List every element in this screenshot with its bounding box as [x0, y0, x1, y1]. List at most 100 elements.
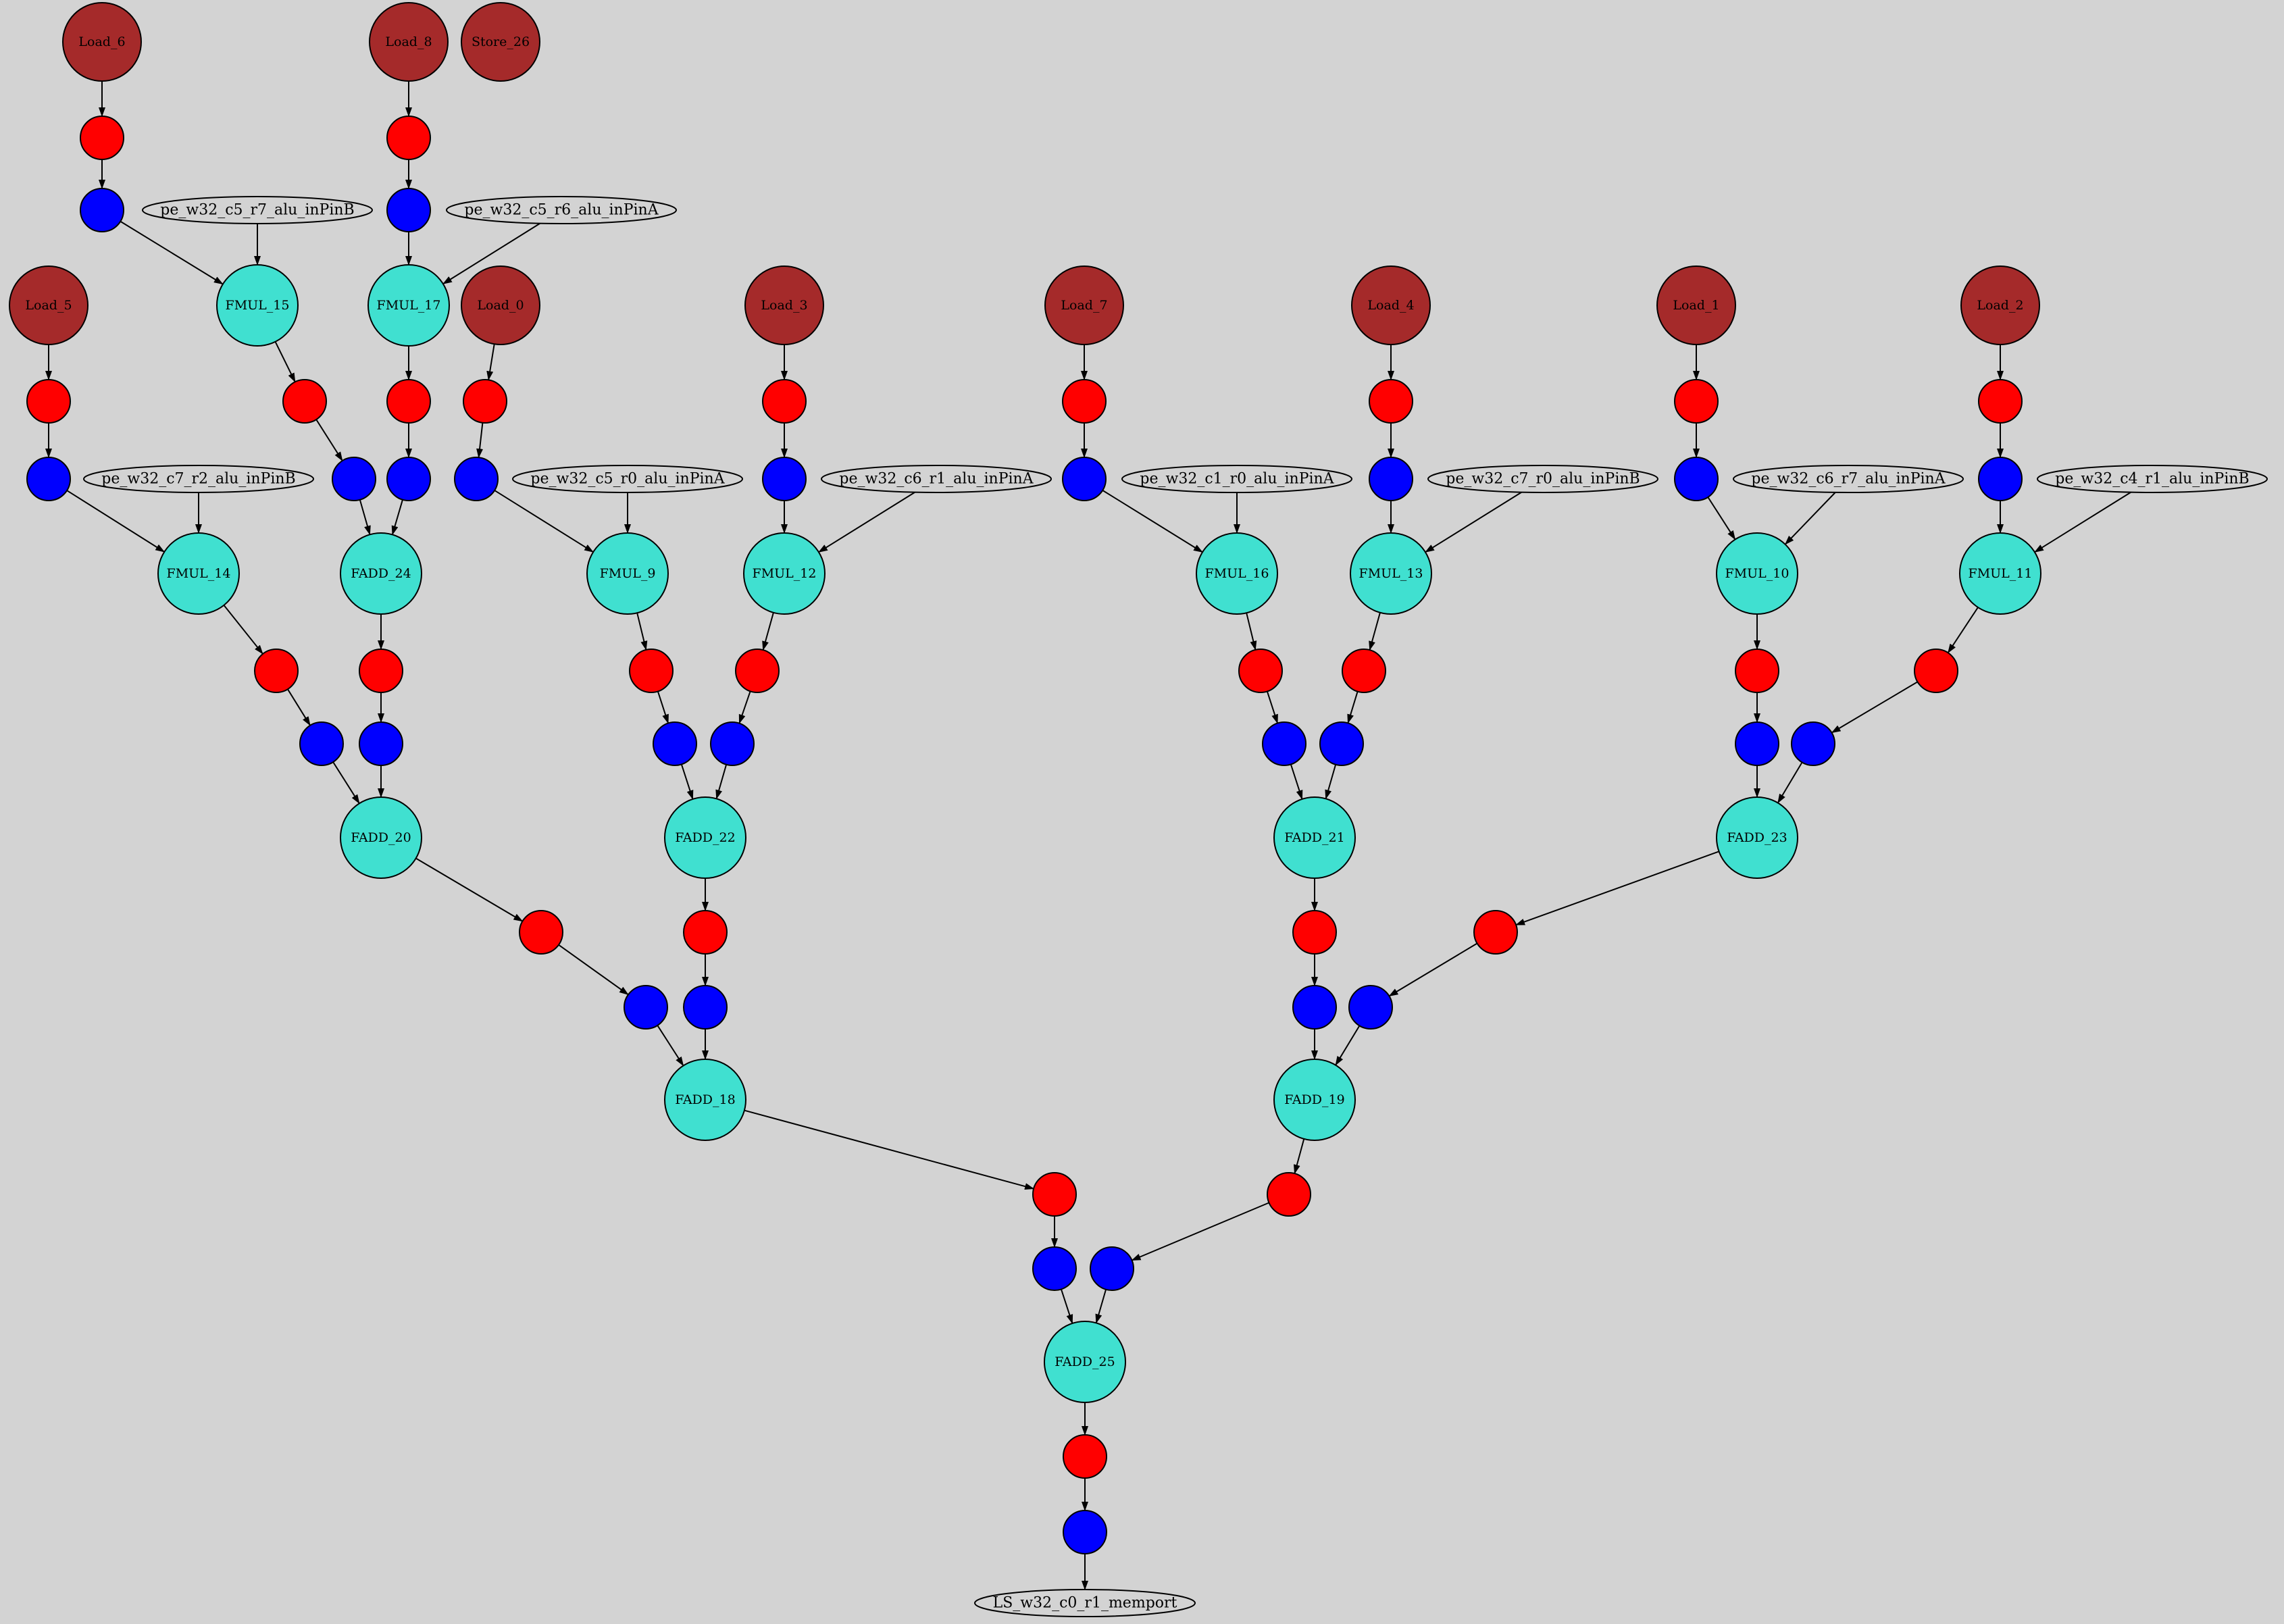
node-red-register-r-fa19: [1267, 1172, 1311, 1217]
node-shape-blue-register-b-f17: [386, 457, 431, 501]
node-shape-blue-register-b-l2: [1978, 457, 2023, 501]
node-red-register-r-fa24: [359, 649, 403, 693]
node-blue-register-b-fa24: [359, 721, 403, 766]
node-shape-blue-register-b-f11: [1791, 721, 1835, 766]
node-shape-ls-w32-c0-r1-memport: [974, 1589, 1196, 1617]
edge-r-fa23-to-b-fa23: [1388, 942, 1478, 997]
node-label-fadd-24: FADD_24: [351, 566, 411, 581]
edge-b-f16-to-fadd-21: [1290, 764, 1303, 800]
edge-r-l0-to-b-l0: [476, 422, 484, 459]
node-shape-fadd-23: [1716, 796, 1798, 879]
node-red-register-r-l0: [463, 379, 507, 424]
node-shape-store-26: [461, 2, 540, 82]
node-blue-register-b-f15: [332, 457, 376, 501]
node-shape-red-register-r-f11: [1914, 649, 1958, 693]
node-shape-blue-register-b-fa22: [683, 985, 728, 1030]
node-load-5: Load_5: [9, 265, 88, 345]
edge-p-c6r7a-to-fmul-10: [1784, 492, 1836, 545]
edge-b-f11-to-fadd-23: [1777, 761, 1803, 804]
node-shape-pe-w32-c6-r1-alu-inpina: [821, 465, 1052, 493]
edge-b-f9-to-fadd-22: [680, 764, 694, 800]
node-red-register-r-l8: [386, 116, 431, 160]
node-shape-load-5: [9, 265, 88, 345]
node-shape-load-2: [1960, 265, 2040, 345]
node-shape-blue-register-b-f9: [653, 721, 697, 766]
node-red-register-r-fa23: [1473, 910, 1518, 955]
node-fadd-20: FADD_20: [340, 796, 422, 879]
node-fadd-19: FADD_19: [1273, 1059, 1356, 1141]
node-shape-red-register-r-fa24: [359, 649, 403, 693]
node-red-register-r-f9: [629, 649, 674, 693]
node-fmul-12: FMUL_12: [743, 532, 826, 615]
node-shape-blue-register-b-l0: [454, 457, 499, 501]
edge-b-l0-to-fmul-9: [494, 490, 594, 553]
node-red-register-r-f17: [386, 379, 431, 424]
node-shape-fadd-18: [664, 1059, 746, 1141]
node-store-26: Store_26: [461, 2, 540, 82]
edges-layer: [45, 81, 2131, 1590]
node-shape-blue-register-b-fa19: [1090, 1246, 1134, 1291]
node-load-2: Load_2: [1960, 265, 2040, 345]
edge-b-fa19-to-fadd-25: [1095, 1289, 1107, 1324]
node-label-pe-w32-c7-r0-alu-inpinb: pe_w32_c7_r0_alu_inPinB: [1446, 471, 1640, 488]
node-load-8: Load_8: [369, 2, 449, 82]
node-shape-red-register-r-f10: [1735, 649, 1779, 693]
node-load-3: Load_3: [744, 265, 824, 345]
edge-r-f9-to-b-f9: [657, 691, 669, 724]
edge-b-fa18-to-fadd-25: [1060, 1289, 1073, 1324]
node-label-pe-w32-c1-r0-alu-inpina: pe_w32_c1_r0_alu_inPinA: [1140, 471, 1334, 488]
node-blue-register-b-fa23: [1348, 985, 1393, 1030]
edge-b-l7-to-fmul-16: [1102, 490, 1203, 553]
node-fadd-18: FADD_18: [664, 1059, 746, 1141]
edge-r-fa19-to-b-fa19: [1131, 1202, 1269, 1261]
node-shape-blue-register-b-l4: [1369, 457, 1413, 501]
node-ls-w32-c0-r1-memport: LS_w32_c0_r1_memport: [974, 1589, 1196, 1617]
node-blue-register-b-l6: [80, 188, 124, 232]
edge-fadd-23-to-r-fa23: [1515, 851, 1719, 926]
node-blue-register-b-l1: [1674, 457, 1719, 501]
edge-b-f14-to-fadd-20: [332, 761, 360, 805]
node-blue-register-b-f14: [299, 721, 344, 766]
node-shape-blue-register-b-fa23: [1348, 985, 1393, 1030]
edge-b-fa23-to-fadd-19: [1335, 1025, 1361, 1066]
node-shape-blue-register-b-l1: [1674, 457, 1719, 501]
node-red-register-r-fa22: [683, 910, 728, 955]
node-label-load-4: Load_4: [1367, 298, 1414, 313]
node-shape-blue-register-b-f12: [710, 721, 755, 766]
node-shape-fmul-14: [157, 532, 240, 615]
node-label-fadd-20: FADD_20: [351, 830, 411, 845]
edge-fadd-20-to-r-fa20: [415, 857, 524, 922]
node-shape-blue-register-b-fa20: [624, 985, 668, 1030]
node-shape-red-register-r-f12: [735, 649, 780, 693]
node-fmul-17: FMUL_17: [367, 264, 450, 347]
edge-r-f11-to-b-f11: [1831, 681, 1918, 734]
node-red-register-r-fa25: [1063, 1434, 1107, 1479]
node-shape-red-register-r-fa22: [683, 910, 728, 955]
edge-fmul-16-to-r-f16: [1246, 613, 1257, 651]
node-load-6: Load_6: [62, 2, 142, 82]
node-shape-red-register-r-l4: [1369, 379, 1413, 424]
node-blue-register-b-l7: [1062, 457, 1107, 501]
node-shape-fadd-21: [1273, 796, 1356, 879]
node-label-load-5: Load_5: [25, 298, 72, 313]
node-pe-w32-c5-r6-alu-inpina: pe_w32_c5_r6_alu_inPinA: [446, 196, 677, 224]
node-shape-blue-register-b-fa25: [1063, 1510, 1107, 1554]
node-label-load-7: Load_7: [1061, 298, 1107, 313]
edge-p-c5r6a-to-fmul-17: [442, 222, 541, 285]
node-shape-fmul-10: [1716, 532, 1798, 615]
node-shape-pe-w32-c5-r7-alu-inpinb: [142, 196, 373, 224]
node-load-4: Load_4: [1351, 265, 1431, 345]
node-blue-register-b-f12: [710, 721, 755, 766]
node-shape-blue-register-b-l5: [26, 457, 71, 501]
node-shape-red-register-r-l8: [386, 116, 431, 160]
node-shape-load-1: [1656, 265, 1736, 345]
node-shape-red-register-r-f16: [1238, 649, 1283, 693]
node-red-register-r-f14: [254, 649, 299, 693]
node-label-fmul-13: FMUL_13: [1359, 566, 1423, 581]
edge-b-f13-to-fadd-21: [1325, 764, 1337, 800]
edge-b-f15-to-fadd-24: [359, 499, 371, 536]
edge-r-f13-to-b-f13: [1347, 691, 1359, 724]
node-label-pe-w32-c6-r7-alu-inpina: pe_w32_c6_r7_alu_inPinA: [1751, 471, 1946, 488]
node-blue-register-b-l5: [26, 457, 71, 501]
node-shape-load-6: [62, 2, 142, 82]
